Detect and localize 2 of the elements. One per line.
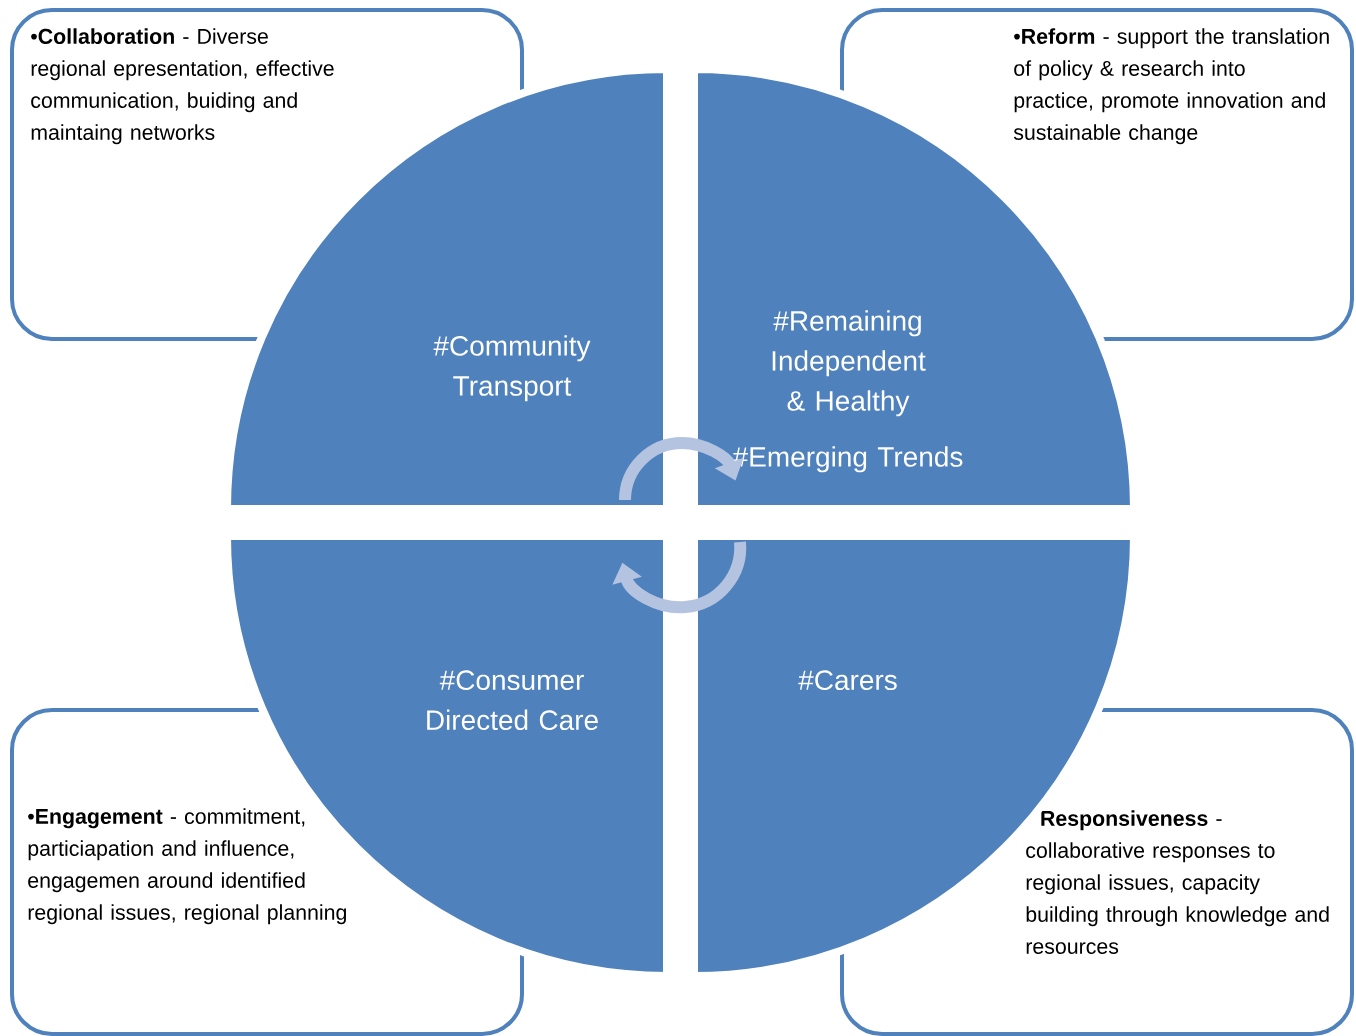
cycle-arrow — [612, 541, 747, 614]
cycle-arrow — [619, 437, 744, 501]
